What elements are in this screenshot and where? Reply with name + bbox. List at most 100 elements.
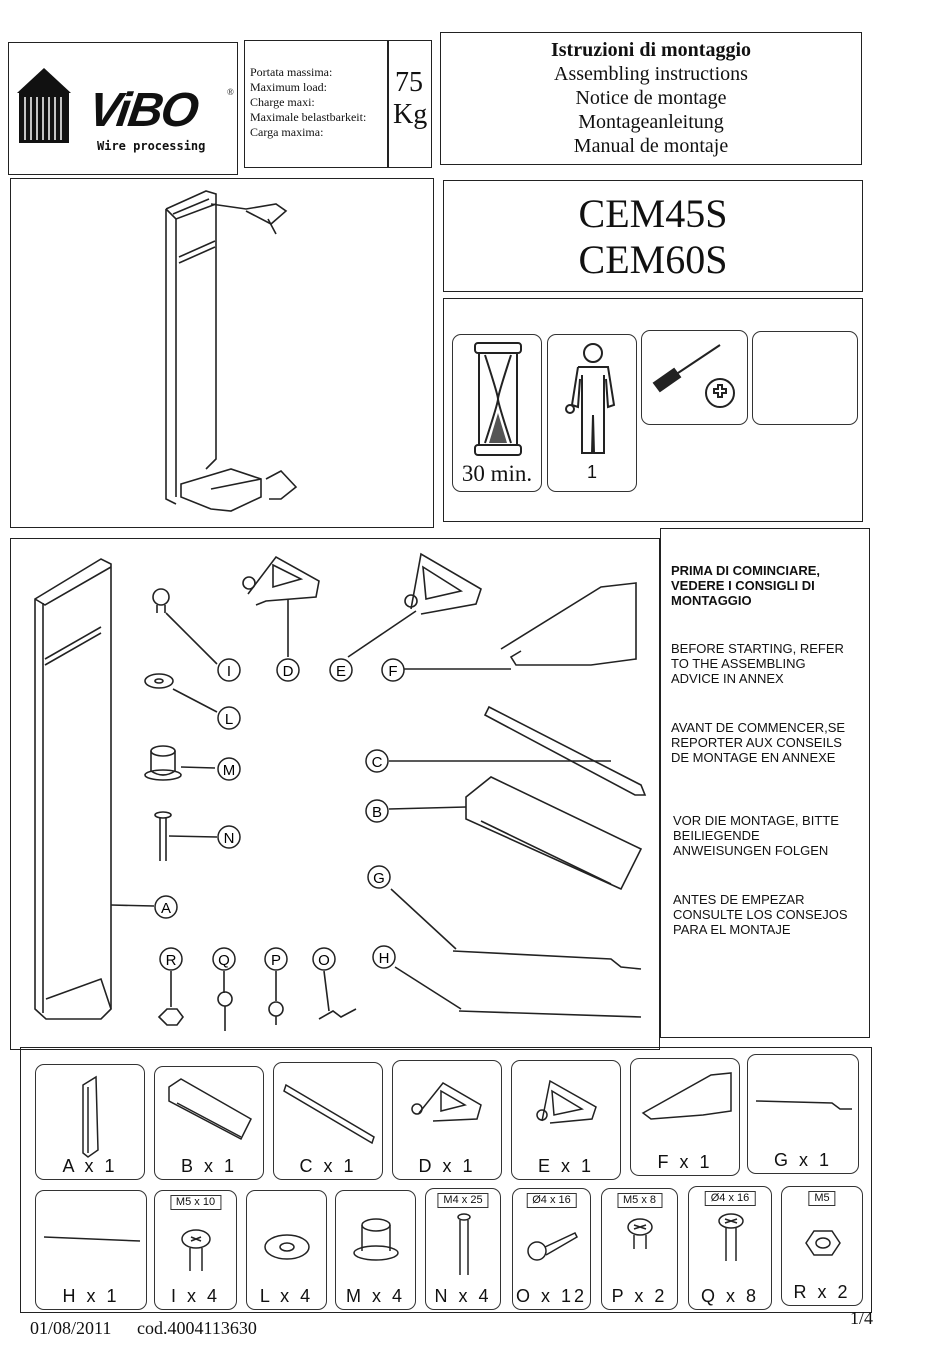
part-card-i: M5 x 10 I x 4 [154, 1190, 237, 1310]
load-label: Carga maxima: [250, 125, 324, 139]
title-english: Assembling instructions [554, 63, 748, 85]
part-h-icon [43, 1236, 141, 1242]
frame-a-drawing [34, 558, 112, 1020]
part-label: F x 1 [657, 1152, 713, 1172]
callout-h: H [379, 950, 390, 967]
part-card-e: E x 1 [511, 1060, 621, 1180]
part-card-o: Ø4 x 16 O x 12 [512, 1188, 591, 1310]
callout-m: M [223, 762, 236, 779]
size-label: M5 x 8 [616, 1193, 663, 1208]
bolt-icon [627, 1218, 653, 1249]
wood-screw-icon [527, 1232, 578, 1261]
vibo-logo-graphic [17, 68, 71, 143]
part-card-d: D x 1 [392, 1060, 502, 1180]
advice-line: PARA EL MONTAJE [673, 922, 791, 937]
size-label: M5 x 10 [169, 1195, 222, 1210]
callout-o: O [318, 952, 330, 969]
max-load-box: Portata massima: Maximum load: Charge ma… [244, 40, 432, 168]
advice-german: VOR DIE MONTAGE, BITTE BEILIEGENDE ANWEI… [673, 813, 868, 858]
part-d-icon [411, 1082, 482, 1122]
callout-r: R [166, 952, 177, 969]
part-f-icon [641, 1072, 732, 1120]
parts-list-box: A x 1 B x 1 C x 1 D x 1 E x 1 F x 1 G x … [20, 1047, 872, 1313]
part-label: B x 1 [180, 1156, 238, 1176]
load-unit: Kg [393, 99, 428, 130]
model-codes-box: CEM45S CEM60S [443, 180, 863, 292]
advice-french: AVANT DE COMMENCER,SE REPORTER AUX CONSE… [671, 720, 866, 765]
requirements-box: 30 min. 1 [443, 298, 863, 522]
page-number: 1/4 [850, 1308, 874, 1328]
title-french: Notice de montage [575, 87, 727, 109]
part-card-p: M5 x 8 P x 2 [601, 1188, 678, 1310]
parts-diagram-box: I L M N A D E F C B G R Q P O H [10, 538, 660, 1050]
time-label: 30 min. [461, 461, 533, 486]
part-a-icon [82, 1075, 99, 1158]
load-divider [387, 41, 389, 167]
part-card-a: A x 1 [35, 1064, 145, 1180]
load-label: Portata massima: [250, 65, 333, 79]
advice-line: BEFORE STARTING, REFER [671, 641, 844, 656]
part-g-icon [755, 1100, 852, 1110]
part-label: N x 4 [434, 1286, 492, 1306]
hourglass-icon [474, 342, 522, 456]
advice-italian: PRIMA DI COMINCIARE, VEDERE I CONSIGLI D… [671, 563, 866, 608]
advice-line: ADVICE IN ANNEX [671, 671, 784, 686]
part-card-r: M5 R x 2 [781, 1186, 863, 1306]
part-label: H x 1 [62, 1286, 120, 1306]
tools-card [641, 330, 748, 425]
logo-box: ViBO ® Wire processing [8, 42, 238, 175]
callout-g: G [373, 870, 385, 887]
advice-line: ANTES DE EMPEZAR [673, 892, 805, 907]
part-label: R x 2 [793, 1282, 851, 1302]
part-card-c: C x 1 [273, 1062, 383, 1180]
advice-line: TO THE ASSEMBLING [671, 656, 806, 671]
registered-mark: ® [227, 87, 234, 97]
screwdriver-icon [652, 344, 735, 408]
exploded-parts-drawing: I L M N A D E F C B G R Q P O H [34, 552, 647, 1031]
load-label: Maximale belastbarkeit: [250, 110, 367, 124]
part-label: C x 1 [299, 1156, 357, 1176]
size-label: Ø4 x 16 [704, 1191, 756, 1206]
load-label: Charge maxi: [250, 95, 315, 109]
title-german: Montageanleitung [578, 111, 724, 133]
part-card-g: G x 1 [747, 1054, 859, 1174]
part-label: I x 4 [170, 1286, 220, 1306]
callout-e: E [336, 663, 346, 680]
advice-line: REPORTER AUX CONSEILS [671, 735, 842, 750]
callout-p: P [271, 952, 281, 969]
model-code: CEM45S [578, 191, 728, 236]
callout-b: B [372, 804, 382, 821]
callout-l: L [225, 711, 233, 728]
part-card-q: Ø4 x 16 Q x 8 [688, 1186, 772, 1310]
persons-count: 1 [586, 462, 597, 482]
bushing-icon [353, 1218, 399, 1261]
callout-n: N [224, 830, 235, 847]
assembled-unit-drawing [165, 190, 298, 512]
load-value: 75 [395, 67, 423, 98]
empty-card [752, 331, 858, 425]
part-label: G x 1 [773, 1150, 832, 1170]
advice-line: PRIMA DI COMINCIARE, [671, 563, 821, 578]
part-label: A x 1 [62, 1156, 118, 1176]
part-card-h: H x 1 [35, 1190, 147, 1310]
callout-d: D [283, 663, 294, 680]
washer-icon [264, 1234, 310, 1260]
advice-line: MONTAGGIO [671, 593, 752, 608]
instructions-title-box: Istruzioni di montaggio Assembling instr… [440, 32, 862, 165]
callout-a: A [161, 900, 171, 917]
callout-q: Q [218, 952, 230, 969]
load-label: Maximum load: [250, 80, 327, 94]
size-label: M5 [808, 1191, 836, 1206]
screw-icon [718, 1213, 744, 1261]
advice-line: CONSULTE LOS CONSEJOS [673, 907, 848, 922]
part-card-m: M x 4 [335, 1190, 416, 1310]
part-label: O x 12 [515, 1286, 588, 1306]
part-card-b: B x 1 [154, 1066, 264, 1180]
part-card-l: L x 4 [246, 1190, 327, 1310]
advice-english: BEFORE STARTING, REFER TO THE ASSEMBLING… [671, 641, 866, 686]
size-label: M4 x 25 [437, 1193, 489, 1208]
callout-f: F [388, 663, 397, 680]
load-labels: Portata massima: Maximum load: Charge ma… [250, 65, 366, 140]
brand-tagline: Wire processing [97, 139, 206, 153]
persons-card: 1 [547, 334, 637, 492]
